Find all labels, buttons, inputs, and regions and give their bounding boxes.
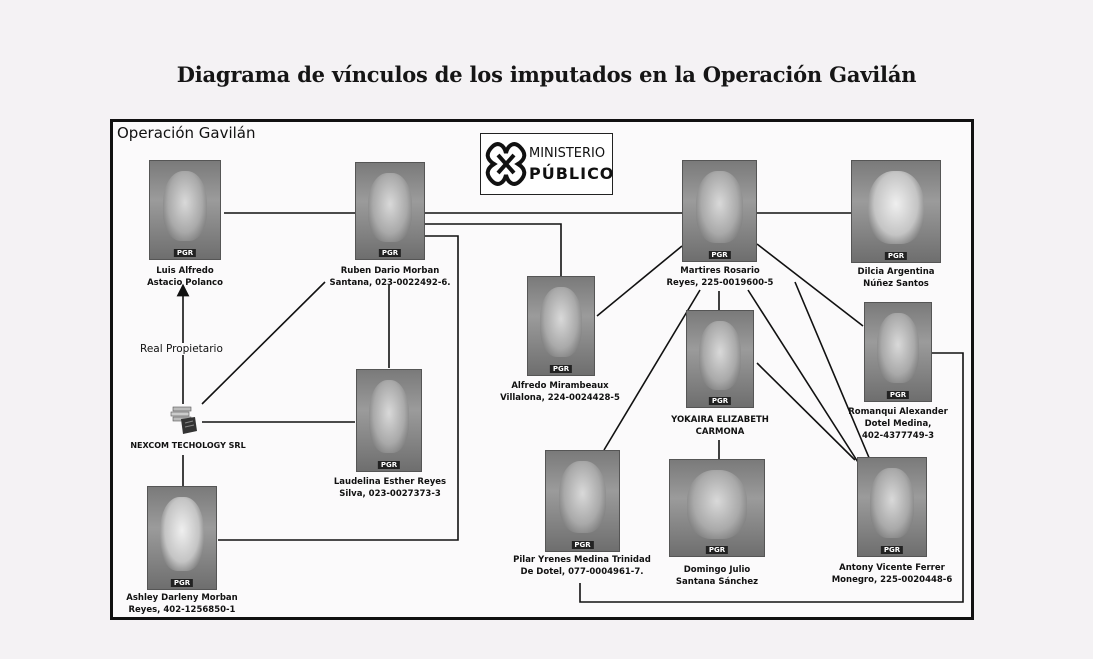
page-title: Diagrama de vínculos de los imputados en… xyxy=(176,62,917,87)
pgr-badge: PGR xyxy=(705,546,729,554)
photo-pilar-yrenes-medina-trinidad: PGR xyxy=(545,450,620,552)
pgr-badge: PGR xyxy=(378,249,402,257)
pgr-badge: PGR xyxy=(880,546,904,554)
relationship-label-real-propietario: Real Propietario xyxy=(138,343,225,355)
pgr-badge: PGR xyxy=(571,541,594,549)
pgr-badge: PGR xyxy=(886,391,910,399)
frame-title: Operación Gavilán xyxy=(117,124,256,142)
pgr-badge: PGR xyxy=(173,249,197,257)
photo-alfredo-mirambeaux-villalona: PGR xyxy=(527,276,595,376)
logo-text-line2: PÚBLICO xyxy=(529,164,615,183)
photo-antony-vicente-ferrer-monegro: PGR xyxy=(857,457,927,557)
photo-domingo-julio-santana-sanchez: PGR xyxy=(669,459,765,557)
photo-laudelina-esther-reyes-silva: PGR xyxy=(356,369,422,472)
logo-text-line1: MINISTERIO xyxy=(529,146,606,161)
photo-martires-rosario-reyes: PGR xyxy=(682,160,757,262)
photo-romanqui-alexander-dotel-medina: PGR xyxy=(864,302,932,402)
ministerio-publico-knot-icon xyxy=(485,142,527,186)
pgr-badge: PGR xyxy=(708,251,731,259)
photo-luis-alfredo-astacio-polanco: PGR xyxy=(149,160,221,260)
photo-dilcia-argentina-nunez-santos: PGR xyxy=(851,160,941,263)
photo-yokaira-elizabeth-carmona: PGR xyxy=(686,310,754,408)
pgr-badge: PGR xyxy=(549,365,573,373)
node-label-nexcom: NEXCOM TECHOLOGY SRL xyxy=(130,441,246,450)
ministerio-publico-logo: MINISTERIO PÚBLICO xyxy=(480,133,613,195)
pgr-badge: PGR xyxy=(377,461,401,469)
pgr-badge: PGR xyxy=(708,397,732,405)
company-building-icon xyxy=(170,406,197,434)
pgr-badge: PGR xyxy=(170,579,194,587)
photo-ruben-dario-morban: PGR xyxy=(355,162,425,260)
pgr-badge: PGR xyxy=(884,252,908,260)
photo-ashley-darleny-morban-reyes: PGR xyxy=(147,486,217,590)
